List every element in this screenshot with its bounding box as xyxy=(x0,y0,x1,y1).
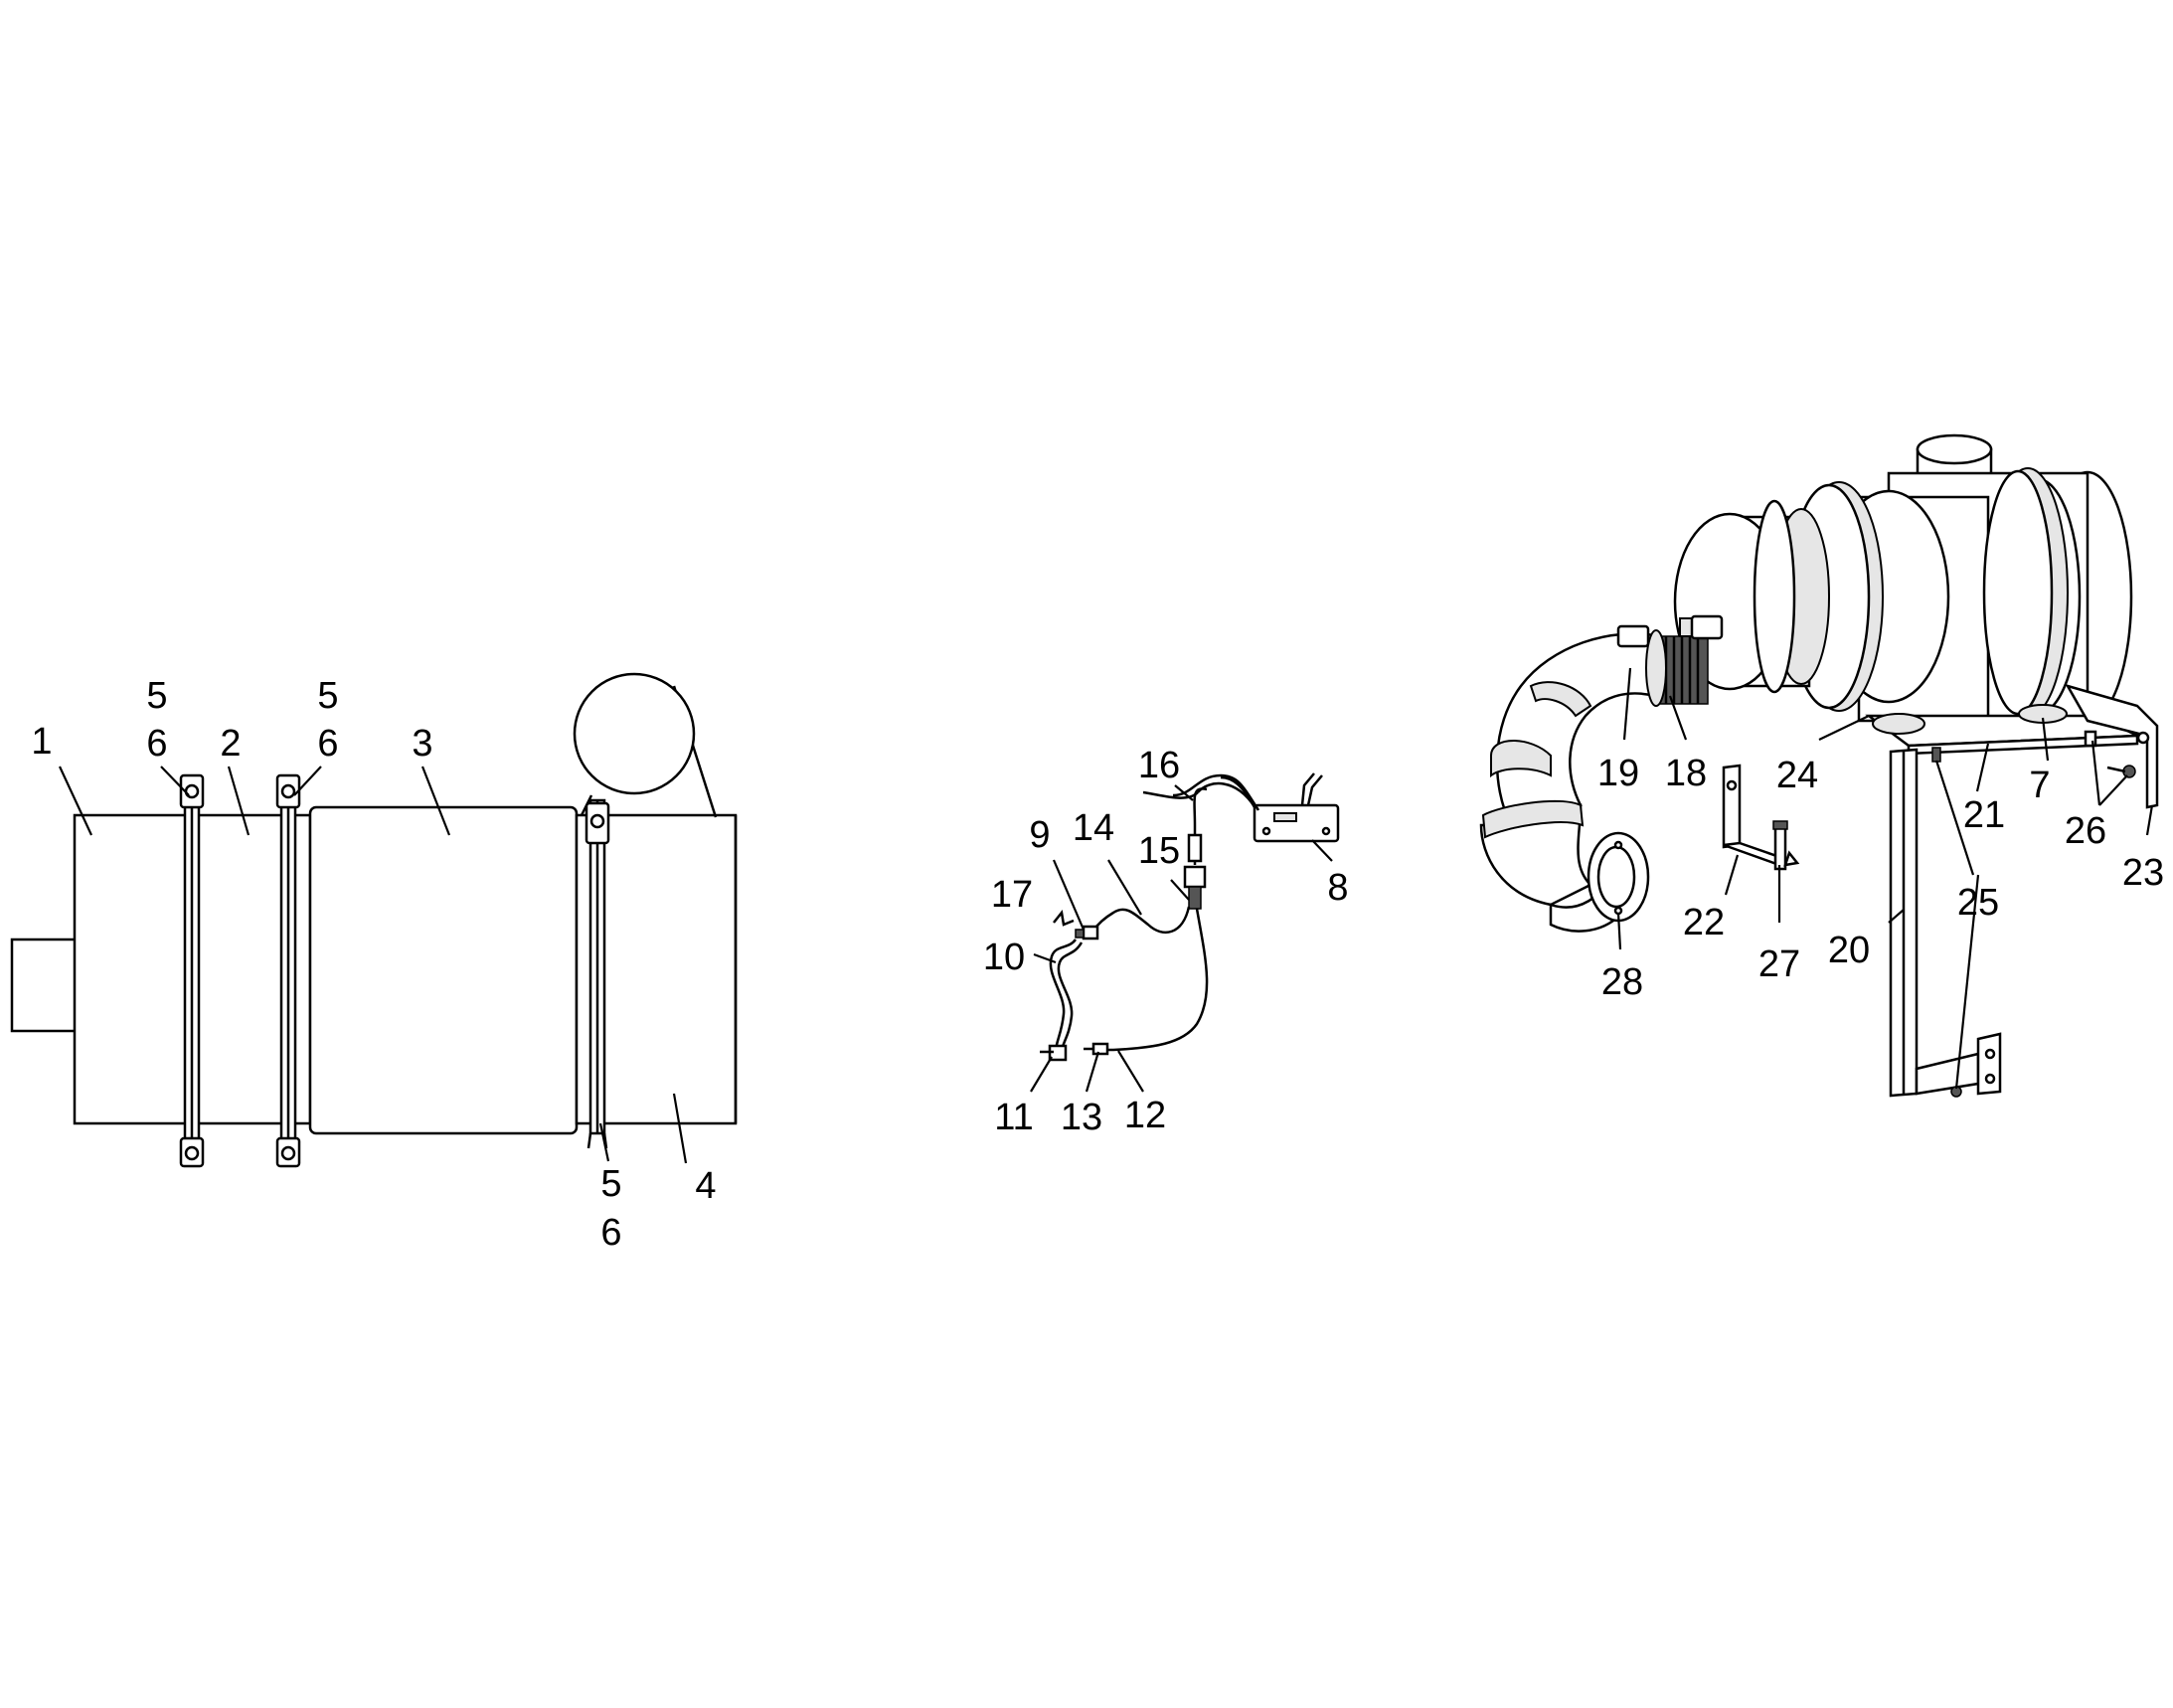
callout-1: 1 xyxy=(31,721,52,763)
callout-5: 5 xyxy=(317,675,338,717)
callout-27: 27 xyxy=(1758,943,1800,985)
callout-6: 6 xyxy=(146,723,167,765)
band-clamp-2 xyxy=(275,773,301,1168)
callout-5: 5 xyxy=(600,1163,621,1205)
callout-11: 11 xyxy=(994,1097,1033,1138)
callout-24: 24 xyxy=(1776,755,1818,796)
air-cleaner-assembly-3d xyxy=(1479,433,2159,1098)
inlet-stub xyxy=(10,938,79,1033)
restriction-indicator-harness xyxy=(1040,772,1340,1062)
connector-15 xyxy=(1183,865,1207,889)
leader-lines xyxy=(59,667,2154,1164)
callout-4: 4 xyxy=(695,1165,716,1207)
callout-14: 14 xyxy=(1073,807,1114,849)
callout-3: 3 xyxy=(412,723,432,765)
inlet-elbow-19 xyxy=(1479,614,1724,933)
upright-support-20 xyxy=(1889,747,2002,1098)
callout-12: 12 xyxy=(1124,1095,1166,1136)
band-clamp-1 xyxy=(179,773,205,1168)
outlet-tube xyxy=(573,672,696,795)
indicator-display xyxy=(1253,803,1340,843)
callout-28: 28 xyxy=(1601,961,1643,1003)
callout-16: 16 xyxy=(1138,745,1180,786)
callout-21: 21 xyxy=(1963,794,2005,836)
air-cleaner-side-view xyxy=(10,672,738,1168)
callout-6: 6 xyxy=(600,1212,621,1254)
callout-8: 8 xyxy=(1327,867,1348,909)
callout-25: 25 xyxy=(1957,882,1999,924)
callout-13: 13 xyxy=(1061,1097,1102,1138)
connector-9 xyxy=(1082,925,1099,940)
callout-2: 2 xyxy=(220,723,241,765)
callout-5: 5 xyxy=(146,675,167,717)
body-section-3 xyxy=(308,805,579,1135)
callout-labels: 1 5 6 2 5 6 3 5 6 4 16 9 14 15 8 17 10 1… xyxy=(31,675,2164,1254)
callout-22: 22 xyxy=(1683,902,1725,943)
callout-18: 18 xyxy=(1665,753,1707,794)
callout-6: 6 xyxy=(317,723,338,765)
callout-26: 26 xyxy=(2065,810,2106,852)
callout-10: 10 xyxy=(983,937,1025,978)
callout-23: 23 xyxy=(2122,852,2164,894)
callout-19: 19 xyxy=(1597,753,1639,794)
connector-13 xyxy=(1091,1042,1109,1056)
callout-20: 20 xyxy=(1828,930,1870,971)
band-clamp-3 xyxy=(585,798,610,1149)
callout-15: 15 xyxy=(1138,830,1180,872)
connector-16 xyxy=(1187,833,1203,863)
callout-9: 9 xyxy=(1029,814,1050,856)
callout-7: 7 xyxy=(2029,765,2050,806)
callout-17: 17 xyxy=(991,874,1033,916)
